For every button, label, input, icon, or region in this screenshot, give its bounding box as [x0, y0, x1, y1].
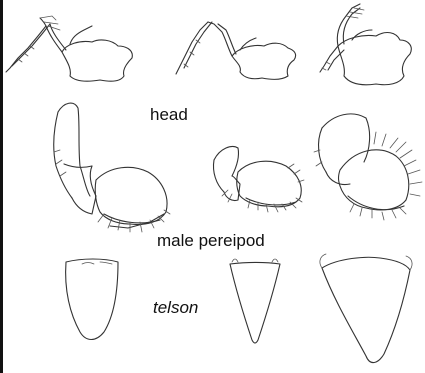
- head-drawing-1: [6, 16, 132, 81]
- label-head: head: [150, 106, 188, 123]
- telson-drawing-2: [230, 259, 280, 343]
- left-border: [0, 0, 3, 373]
- head-drawing-2: [176, 22, 296, 79]
- pereipod-drawing-2: [213, 147, 304, 213]
- telson-drawing-3: [320, 254, 412, 363]
- label-telson: telson: [153, 299, 198, 316]
- label-male-pereipod: male pereipod: [157, 232, 265, 249]
- telson-drawing-1: [66, 259, 118, 340]
- head-drawing-3: [320, 4, 411, 85]
- pereipod-drawing-3: [314, 114, 422, 220]
